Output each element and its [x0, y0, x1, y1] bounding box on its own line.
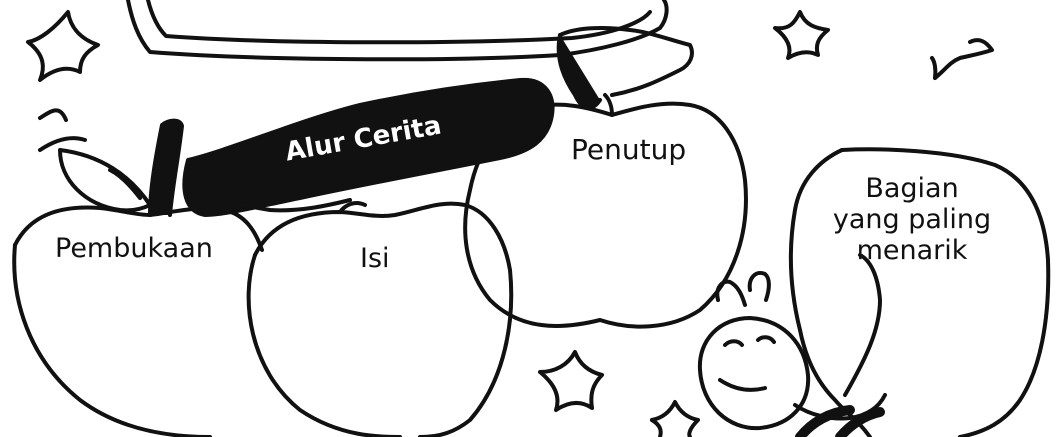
bubble-text: Bagian yang paling menarik — [812, 173, 1012, 266]
bubble-line-2: yang paling — [812, 204, 1012, 235]
apple-label-isi: Isi — [360, 243, 390, 274]
apple-isi — [249, 203, 512, 437]
bubble-line-3: menarik — [812, 235, 1012, 266]
apple-label-penutup: Penutup — [571, 134, 686, 166]
apple-label-pembukaan: Pembukaan — [55, 233, 213, 264]
bubble-line-1: Bagian — [812, 173, 1012, 204]
